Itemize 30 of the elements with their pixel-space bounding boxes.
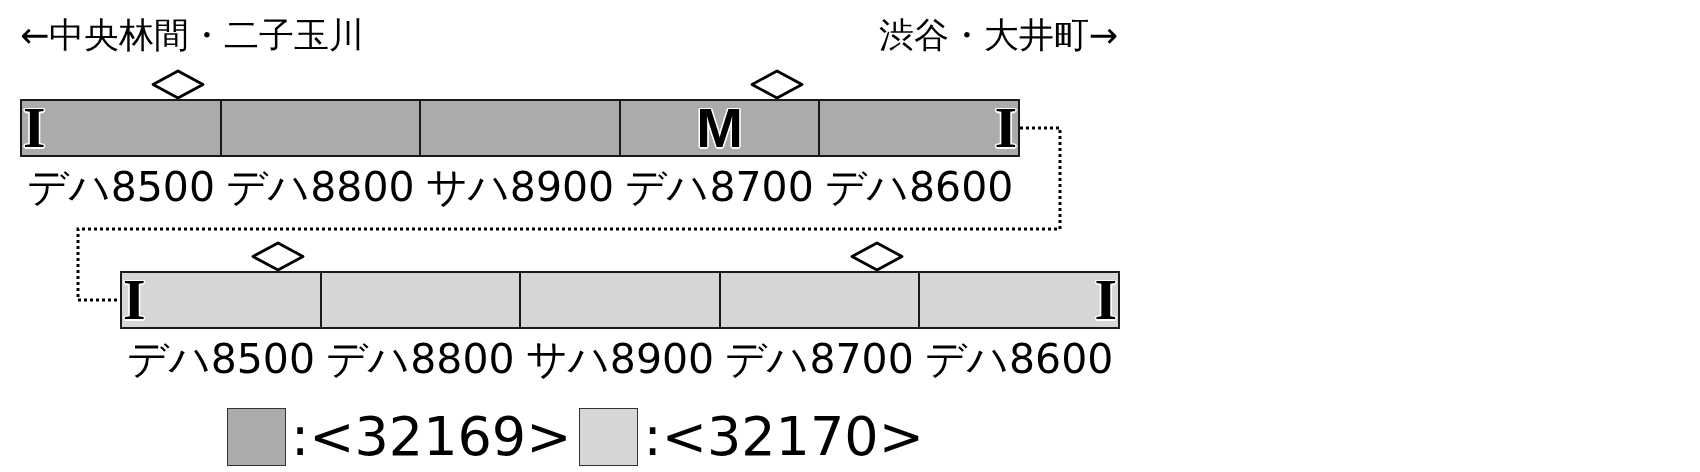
- car-name-label: デハ8800: [226, 167, 415, 208]
- car-name-label: デハ8500: [126, 339, 315, 380]
- car-mark-label: M: [696, 102, 743, 154]
- dotted-connector: [76, 126, 1062, 302]
- train-car: [319, 271, 522, 329]
- train-car: [20, 99, 222, 157]
- car-name-label: デハ8800: [326, 339, 515, 380]
- train-car: [219, 99, 422, 157]
- train-car: [419, 99, 621, 157]
- train-car: [718, 271, 921, 329]
- car-mark-label: I: [994, 102, 1017, 154]
- car-mark-label: I: [23, 102, 46, 154]
- train-car: [120, 271, 322, 329]
- car-name-label: サハ8900: [425, 167, 615, 208]
- car-name-label: デハ8600: [825, 167, 1014, 208]
- car-name-label: デハ8500: [26, 167, 215, 208]
- train-car: [918, 271, 1120, 329]
- train-car: [519, 271, 721, 329]
- train-car: [618, 99, 821, 157]
- legend-label: :<32169>: [291, 408, 572, 466]
- train-car: [818, 99, 1020, 157]
- car-mark-label: I: [1094, 274, 1117, 326]
- car-name-label: デハ8700: [625, 167, 814, 208]
- direction-label: 渋谷・大井町→: [878, 16, 1118, 54]
- direction-label: ←中央林間・二子玉川: [20, 16, 365, 54]
- car-name-label: サハ8900: [525, 339, 715, 380]
- legend-label: :<32170>: [643, 408, 924, 466]
- car-mark-label: I: [123, 274, 146, 326]
- car-name-label: デハ8600: [925, 339, 1114, 380]
- car-name-label: デハ8700: [725, 339, 914, 380]
